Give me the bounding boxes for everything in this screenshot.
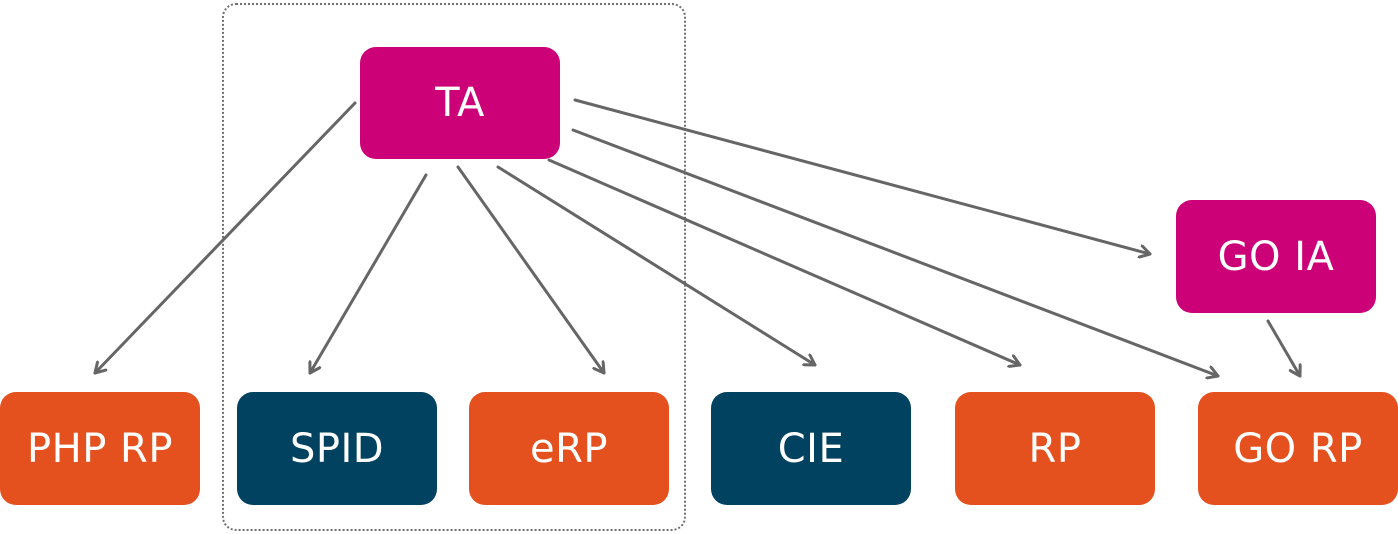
node-label: CIE — [777, 425, 845, 472]
node-go-ia: GO IA — [1176, 200, 1376, 313]
node-spid: SPID — [237, 392, 437, 505]
node-cie: CIE — [711, 392, 911, 505]
node-rp: RP — [955, 392, 1155, 505]
edge-ta-to-goia — [573, 98, 1152, 254]
edge-ta-to-spid — [310, 173, 428, 375]
edge-ta-to-erp — [456, 165, 606, 375]
edge-ta-to-gorp — [571, 128, 1220, 376]
group-boundary — [222, 3, 686, 531]
node-label: RP — [1028, 425, 1082, 472]
edge-ta-to-cie — [496, 165, 817, 367]
node-php-rp: PHP RP — [0, 392, 200, 505]
node-label: TA — [435, 80, 485, 126]
node-ta: TA — [360, 47, 560, 159]
node-label: PHP RP — [27, 425, 173, 472]
node-label: SPID — [289, 425, 385, 472]
node-go-rp: GO RP — [1198, 392, 1398, 505]
edge-ta-to-rp — [547, 158, 1022, 365]
node-label: GO IA — [1217, 233, 1335, 280]
node-label: eRP — [529, 425, 609, 472]
edge-goia-to-gorp — [1266, 319, 1300, 378]
edge-ta-to-php — [93, 101, 357, 375]
node-label: GO RP — [1233, 425, 1363, 472]
node-erp: eRP — [469, 392, 669, 505]
